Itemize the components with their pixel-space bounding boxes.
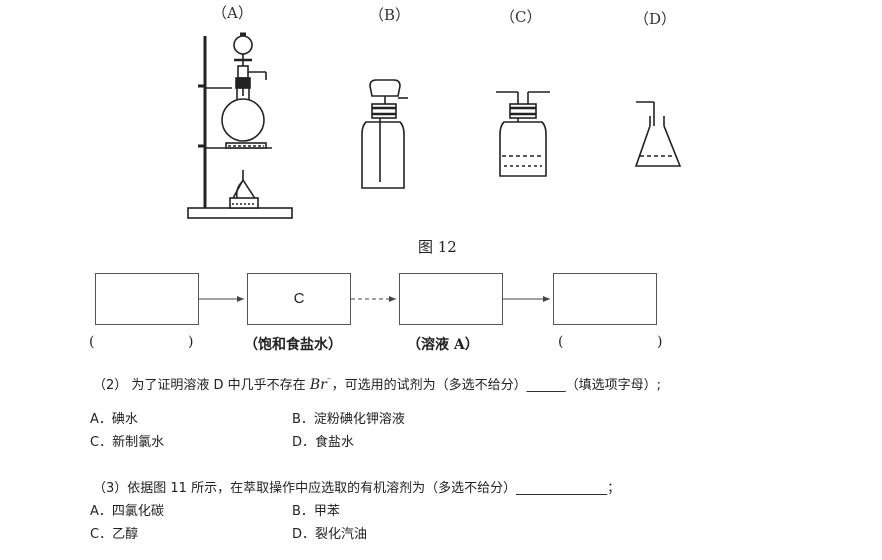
flow-box-3 xyxy=(399,273,503,325)
flow-box-4 xyxy=(553,273,657,325)
flow-box-2-text: C xyxy=(293,290,305,307)
flow-arrows xyxy=(199,296,550,302)
q3-option-c: C．乙醇 xyxy=(90,527,139,542)
label-c: （C） xyxy=(500,8,542,26)
apparatus-c xyxy=(496,91,550,177)
question-3: （3）依据图 11 所示，在萃取操作中应选取的有机溶剂为（多选不给分）_____… xyxy=(93,477,620,496)
q2-charge: ⁻ xyxy=(326,376,332,387)
q3-end: ； xyxy=(607,481,621,496)
apparatus-figure xyxy=(187,32,682,219)
label-b: （B） xyxy=(369,6,411,24)
q3-blank: ______________ xyxy=(516,481,608,496)
flow-label-3: （溶液 A） xyxy=(407,337,479,353)
question-2: （2） 为了证明溶液 D 中几乎不存在 Br⁻，可选用的试剂为（多选不给分）__… xyxy=(93,374,661,393)
label-d: （D） xyxy=(634,10,677,28)
q3-option-d: D．裂化汽油 xyxy=(292,527,368,542)
q3-option-a: A．四氯化碳 xyxy=(90,504,164,519)
figure-caption: 图 12 xyxy=(418,238,457,256)
apparatus-d xyxy=(634,101,682,167)
q2-suffix-a: ，可选用的试剂为（多选不给分） xyxy=(331,378,527,393)
q3-text: （3）依据图 11 所示，在萃取操作中应选取的有机溶剂为（多选不给分） xyxy=(93,481,517,496)
apparatus-a-burner xyxy=(229,170,259,209)
flow-label-4-open: ( xyxy=(558,334,564,350)
label-a: （A） xyxy=(212,4,253,22)
q2-option-c: C．新制氯水 xyxy=(90,435,165,450)
q2-species: Br xyxy=(309,377,327,393)
q2-option-b: B．淀粉碘化钾溶液 xyxy=(292,412,405,427)
q2-prefix: （2） 为了证明溶液 D 中几乎不存在 xyxy=(93,378,310,393)
q2-blank: ______ xyxy=(526,378,566,393)
apparatus-a-flask xyxy=(221,77,267,149)
flow-label-1-close: ) xyxy=(188,334,194,350)
apparatus-b xyxy=(361,79,408,189)
flow-box-1 xyxy=(95,273,199,325)
q2-option-a: A．碘水 xyxy=(90,412,138,427)
apparatus-a-funnel xyxy=(233,32,267,96)
flow-label-2: （饱和食盐水） xyxy=(244,337,342,353)
q2-suffix-b: （填选项字母）; xyxy=(565,378,661,393)
q2-option-d: D．食盐水 xyxy=(292,435,355,450)
flow-label-1-open: ( xyxy=(89,334,95,350)
flow-box-2: C xyxy=(247,273,351,325)
q3-option-b: B．甲苯 xyxy=(292,504,340,519)
flow-label-4-close: ) xyxy=(657,334,663,350)
